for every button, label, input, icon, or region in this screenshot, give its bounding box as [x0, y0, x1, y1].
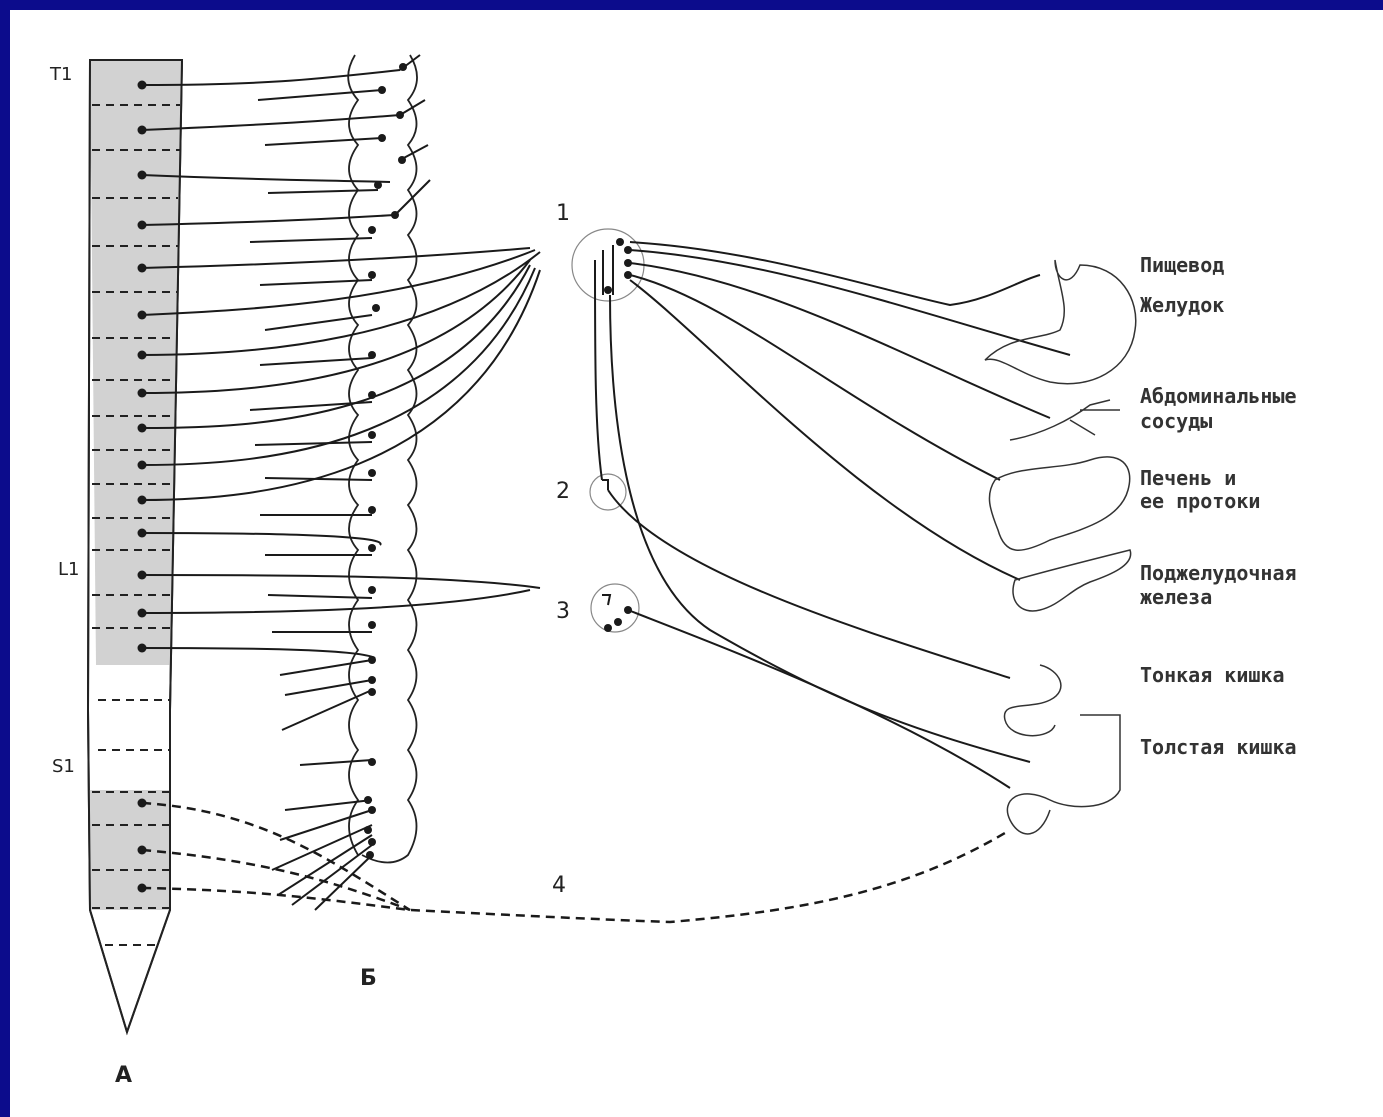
stomach-shape	[985, 260, 1136, 384]
spinal-cord	[88, 60, 182, 1032]
prevertebral-trunk	[595, 260, 1030, 788]
organ-illustrations	[985, 260, 1136, 834]
small-intestine-shape	[1004, 665, 1060, 736]
organ-label-pancreas-line2: железа	[1140, 585, 1212, 609]
vessels-shape	[1010, 400, 1120, 440]
diagram-canvas: T1 L1 S1 А Б 1 2 3 4 Пищевод Желудок Абд…	[10, 10, 1383, 1117]
innervation-diagram: T1 L1 S1 А Б 1 2 3 4 Пищевод Желудок Абд…	[10, 10, 1383, 1117]
segment-label-l1: L1	[58, 559, 79, 580]
postganglionic-fibers	[630, 242, 1070, 580]
ganglion-1	[572, 229, 644, 301]
organ-label-large-intestine: Толстая кишка	[1140, 735, 1297, 759]
ganglion-label-1: 1	[556, 201, 570, 226]
panel-label-b: Б	[360, 966, 377, 991]
large-intestine-shape	[1007, 715, 1120, 834]
preganglionic-fibers	[142, 70, 540, 658]
panel-label-a: А	[115, 1063, 132, 1088]
segment-label-t1: T1	[49, 64, 72, 85]
ganglion-3	[591, 584, 639, 632]
pancreas-shape	[1013, 550, 1131, 611]
path-label-4: 4	[552, 873, 566, 898]
organ-label-liver-line1: Печень и	[1140, 466, 1236, 490]
organ-label-pancreas-line1: Поджелудочная	[1140, 561, 1297, 585]
ganglion-label-3: 3	[556, 599, 570, 624]
organ-label-esophagus: Пищевод	[1140, 253, 1224, 277]
pelvic-path-4	[142, 803, 1010, 922]
sympathetic-chain	[348, 55, 417, 863]
liver-shape	[989, 457, 1129, 550]
ganglion-label-2: 2	[556, 479, 570, 504]
organ-label-stomach: Желудок	[1140, 293, 1224, 317]
shaded-sacral-region	[88, 790, 170, 910]
segment-label-s1: S1	[52, 756, 75, 777]
organ-label-vessels-line2: сосуды	[1140, 409, 1212, 433]
organ-label-small-intestine: Тонкая кишка	[1140, 663, 1285, 687]
chain-short-fibers	[250, 55, 430, 910]
organ-label-vessels-line1: Абдоминальные	[1140, 384, 1297, 408]
organ-label-liver-line2: ее протоки	[1140, 489, 1260, 513]
